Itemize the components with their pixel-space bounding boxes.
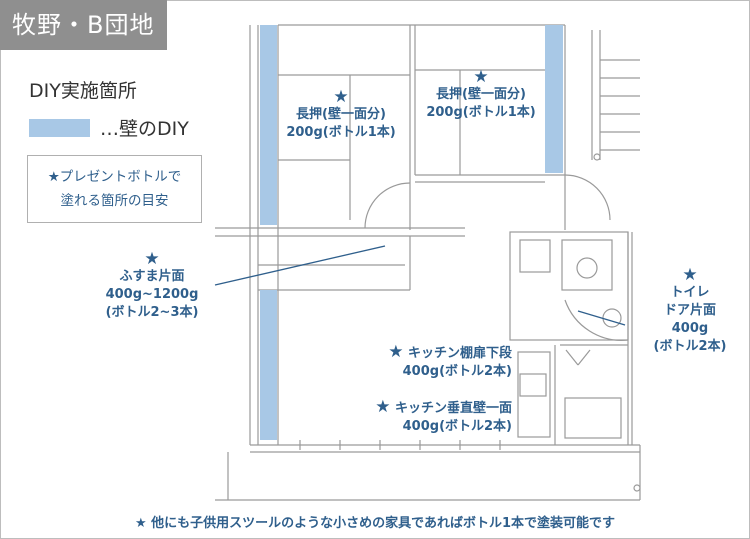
fusuma-line-1: ふすま片面 — [119, 269, 185, 284]
star-icon: ★ — [388, 342, 404, 362]
label-closet-right: ★ 長押(壁一面分) 200g(ボトル1本) — [416, 68, 546, 122]
legend-swatch — [29, 119, 90, 137]
page-title: 牧野・B団地 — [0, 0, 167, 50]
legend-swatch-label: …壁のDIY — [100, 118, 189, 140]
star-icon: ★ — [375, 397, 391, 417]
toilet-line-3: 400g — [671, 321, 709, 336]
star-icon: ★ — [473, 67, 489, 87]
closet-left-line-2: 200g(ボトル1本) — [286, 125, 396, 140]
label-closet-left: ★ 長押(壁一面分) 200g(ボトル1本) — [276, 88, 406, 142]
star-icon: ★ — [682, 265, 698, 285]
label-fusuma: ★ ふすま片面 400g~1200g (ボトル2~3本) — [92, 250, 212, 322]
fusuma-line-2: 400g~1200g — [105, 287, 199, 302]
toilet-line-1: トイレ — [670, 285, 710, 300]
note-box: ★プレゼントボトルで 塗れる箇所の目安 — [27, 155, 202, 223]
closet-left-line-1: 長押(壁一面分) — [296, 107, 386, 122]
label-kitchen-wall: ★ キッチン垂直壁一面 400g(ボトル2本) — [355, 398, 512, 436]
footer-note: ★ 他にも子供用スツールのような小さめの家具であればボトル1本で塗装可能です — [134, 516, 616, 531]
kitchen-shelf-text: キッチン棚扉下段 — [407, 346, 512, 361]
kitchen-wall-amount: 400g(ボトル2本) — [402, 419, 512, 434]
kitchen-wall-text: キッチン垂直壁一面 — [394, 401, 512, 416]
kitchen-shelf-amount: 400g(ボトル2本) — [402, 364, 512, 379]
star-icon: ★ — [333, 87, 349, 107]
toilet-line-4: (ボトル2本) — [653, 339, 727, 354]
label-toilet: ★ トイレ ドア片面 400g (ボトル2本) — [640, 266, 740, 356]
note-line-1: ★プレゼントボトルで — [47, 169, 182, 185]
closet-right-line-2: 200g(ボトル1本) — [426, 105, 536, 120]
toilet-line-2: ドア片面 — [663, 303, 716, 318]
note-line-2: 塗れる箇所の目安 — [60, 193, 169, 209]
legend-heading: DIY実施箇所 — [29, 80, 137, 102]
closet-right-line-1: 長押(壁一面分) — [436, 87, 526, 102]
label-kitchen-shelf: ★ キッチン棚扉下段 400g(ボトル2本) — [362, 343, 512, 381]
star-icon: ★ — [144, 249, 160, 269]
fusuma-line-3: (ボトル2~3本) — [105, 305, 199, 320]
